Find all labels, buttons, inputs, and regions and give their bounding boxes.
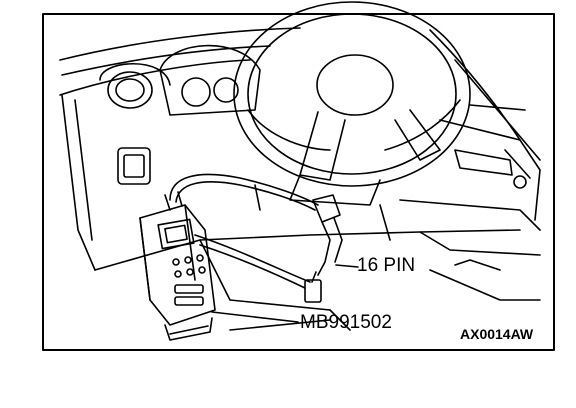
scan-tool: [139, 191, 216, 341]
steering-wheel: [233, 1, 471, 211]
tool-callout: MB991502: [300, 312, 392, 333]
dashboard-outline: [59, 27, 541, 331]
air-vent: [99, 63, 171, 109]
figure-frame: [42, 13, 555, 351]
diagnostic-connector: [304, 194, 343, 303]
wiper-stalk: [504, 149, 531, 189]
tool-cable: [169, 173, 319, 289]
instrument-cluster: [159, 44, 261, 116]
tool-leader: [211, 311, 299, 323]
figure-code: AX0014AW: [460, 326, 534, 342]
connector-callout: 16 PIN: [357, 255, 416, 276]
connector-leader: [335, 264, 359, 268]
switch-panel: [117, 147, 151, 185]
